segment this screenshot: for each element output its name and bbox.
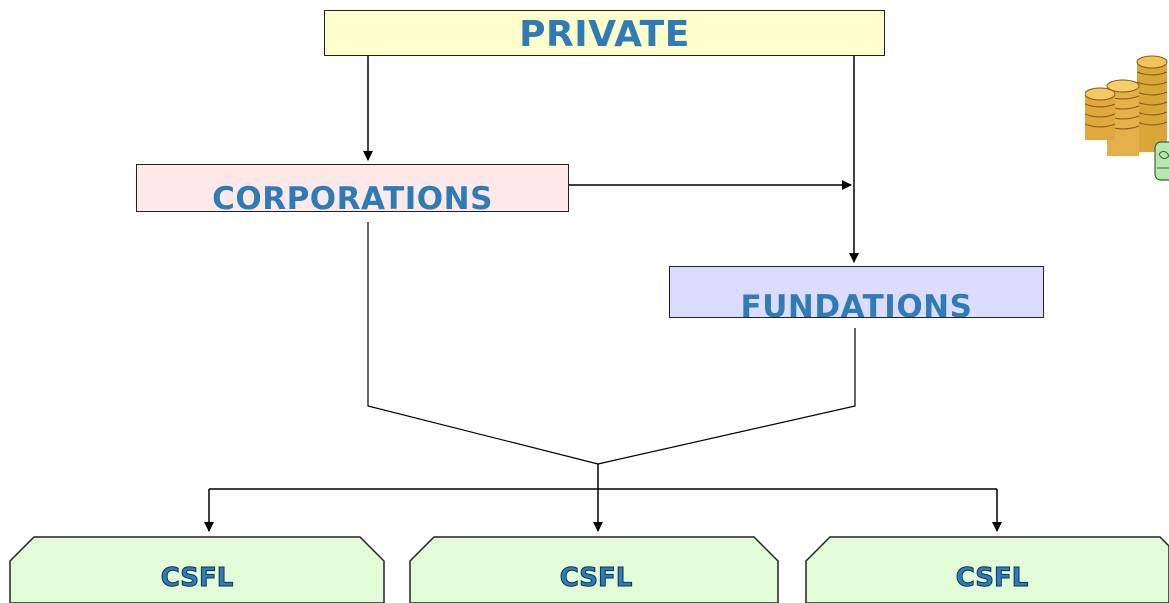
node-private-label: PRIVATE bbox=[519, 13, 690, 55]
csfl-box-2 bbox=[409, 536, 779, 603]
edge-corporations-merge bbox=[367, 222, 599, 465]
coins-stack-icon bbox=[1085, 50, 1169, 190]
node-fundations: FUNDATIONS bbox=[669, 266, 1044, 318]
node-private: PRIVATE bbox=[324, 10, 885, 56]
node-corporations-label: CORPORATIONS bbox=[212, 181, 493, 212]
csfl-box-1 bbox=[9, 536, 385, 603]
csfl-label-3: CSFL bbox=[955, 563, 1029, 594]
node-corporations: CORPORATIONS bbox=[136, 164, 569, 212]
node-fundations-label: FUNDATIONS bbox=[740, 289, 973, 318]
csfl-label-1: CSFL bbox=[160, 563, 234, 594]
edge-fundations-merge bbox=[597, 328, 856, 465]
csfl-label-2: CSFL bbox=[559, 563, 633, 594]
csfl-box-3 bbox=[805, 536, 1169, 603]
